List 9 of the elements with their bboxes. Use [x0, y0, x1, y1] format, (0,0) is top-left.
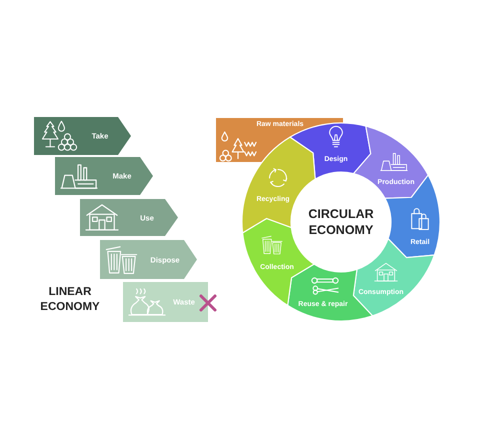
ring-segment — [353, 238, 435, 316]
center-title: CIRCULAR ECONOMY — [307, 206, 375, 238]
step-banner — [34, 117, 131, 155]
ring-segment — [353, 126, 429, 199]
heading-text: LINEAR ECONOMY — [39, 285, 101, 315]
step-banner — [80, 199, 178, 236]
step-banner — [55, 157, 153, 195]
step-panel — [123, 282, 208, 322]
step-banner — [100, 240, 197, 279]
